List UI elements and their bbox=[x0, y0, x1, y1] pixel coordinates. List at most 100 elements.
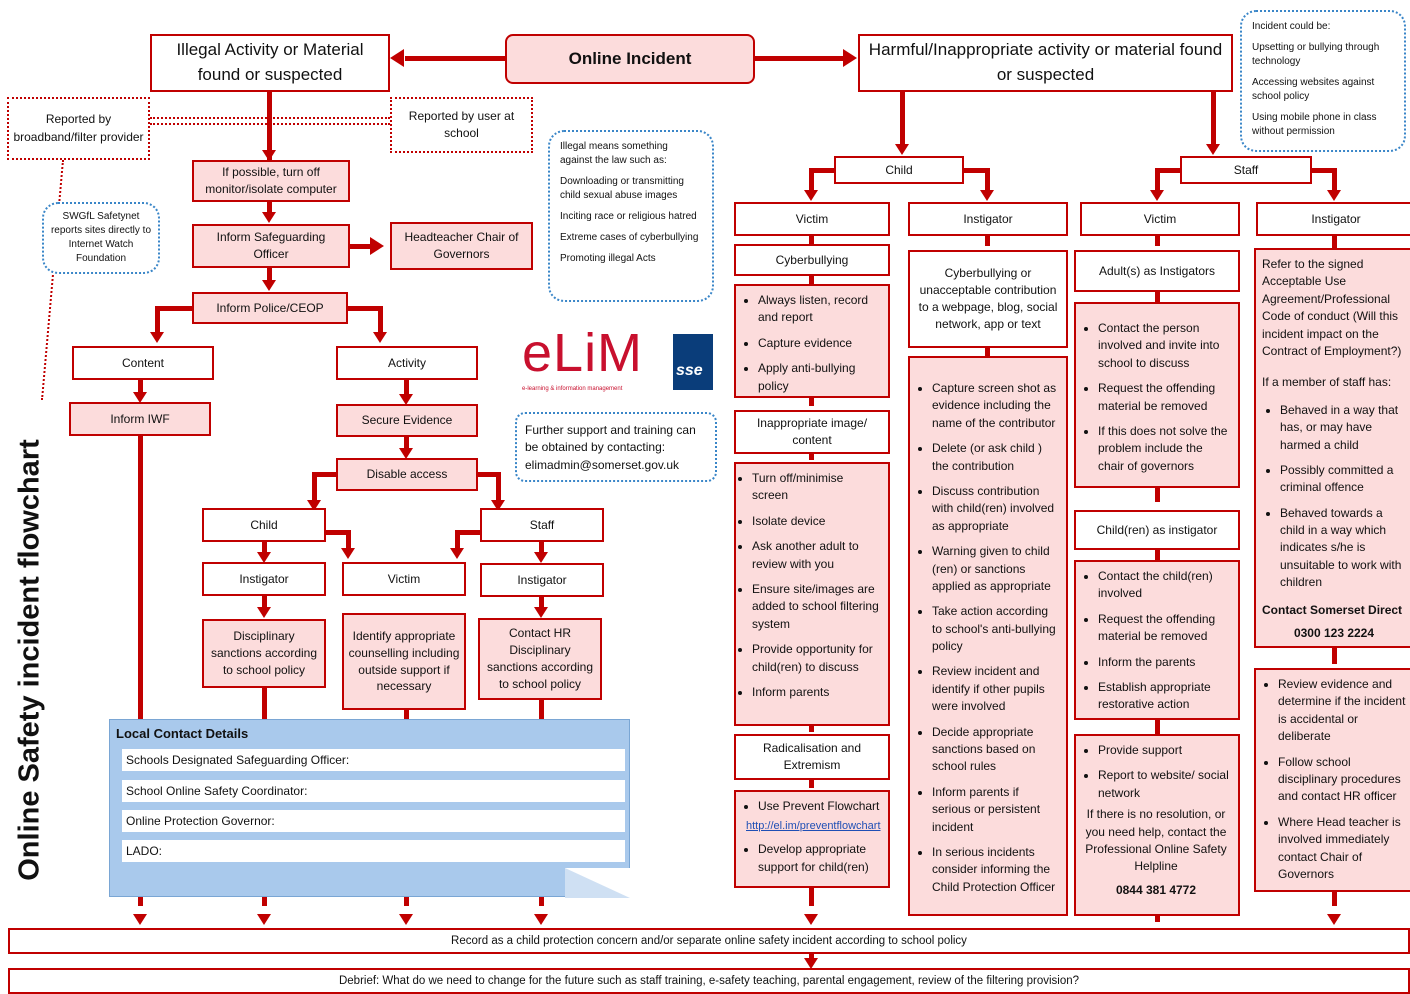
review-actions-list: Review evidence and determine if the inc… bbox=[1254, 668, 1410, 892]
cyberbullying-box: Cyberbullying bbox=[734, 244, 890, 276]
list-item: Request the offending material be remove… bbox=[1098, 611, 1232, 646]
staff-victim-box: Victim bbox=[1080, 202, 1240, 236]
list-item: Develop appropriate support for child(re… bbox=[758, 841, 882, 876]
child-victim-box: Victim bbox=[734, 202, 890, 236]
coordinator-field[interactable]: School Online Safety Coordinator: bbox=[122, 780, 625, 802]
arrow-down bbox=[307, 500, 321, 511]
child-instigator-header: Instigator bbox=[908, 202, 1068, 236]
record-box: Record as a child protection concern and… bbox=[8, 928, 1410, 954]
disable-access-box: Disable access bbox=[336, 458, 478, 491]
arrow-down bbox=[804, 190, 818, 201]
headteacher-box: Headteacher Chair of Governors bbox=[390, 222, 533, 270]
page-title: Online Safety incident flowchart bbox=[13, 439, 46, 881]
staff-instigator-box-right: Instigator bbox=[1256, 202, 1410, 236]
elim-logo: eLiM e-learning & information management… bbox=[518, 323, 713, 398]
list-item: Inform parents bbox=[752, 684, 882, 701]
connector bbox=[267, 92, 272, 160]
contact-text: Contact Somerset Direct bbox=[1262, 602, 1403, 617]
elim-tagline: e-learning & information management bbox=[522, 386, 623, 392]
connector bbox=[812, 168, 836, 173]
note-line: Using mobile phone in class without perm… bbox=[1252, 112, 1377, 137]
governor-field[interactable]: Online Protection Governor: bbox=[122, 810, 625, 832]
list-item: Possibly committed a criminal offence bbox=[1280, 462, 1406, 497]
list-item: Report to website/ social network bbox=[1098, 767, 1232, 802]
list-item: Inform the parents bbox=[1098, 654, 1232, 671]
children-box: Child(ren) as instigator bbox=[1074, 510, 1240, 550]
arrow-down bbox=[895, 144, 909, 155]
connector bbox=[1158, 168, 1182, 173]
connector bbox=[496, 472, 501, 502]
dsl-field[interactable]: Schools Designated Safeguarding Officer: bbox=[122, 749, 625, 771]
connector bbox=[349, 244, 371, 249]
arrow-down bbox=[262, 150, 276, 161]
connector bbox=[267, 268, 272, 286]
note-line: Accessing websites against school policy bbox=[1252, 77, 1375, 102]
local-heading: Local Contact Details bbox=[116, 726, 249, 741]
elim-wordmark: eLiM bbox=[522, 323, 644, 383]
prevent-link[interactable]: http://el.im/preventflowchart bbox=[746, 820, 881, 833]
content-box: Content bbox=[72, 346, 214, 380]
arrow-down bbox=[262, 212, 276, 223]
arrow-down bbox=[804, 914, 818, 925]
lado-field[interactable]: LADO: bbox=[122, 840, 625, 862]
arrow-down bbox=[450, 548, 464, 559]
list-item: Follow school disciplinary procedures an… bbox=[1278, 754, 1406, 806]
turn-off-box: If possible, turn off monitor/isolate co… bbox=[192, 160, 350, 202]
list-item: Establish appropriate restorative action bbox=[1098, 679, 1232, 714]
adults-actions-list: Contact the person involved and invite i… bbox=[1074, 302, 1240, 488]
child-instigator-box: Instigator bbox=[202, 562, 326, 596]
list-item: Provide support bbox=[1098, 742, 1232, 759]
child-header-box: Child bbox=[834, 156, 964, 184]
note-line: Inciting race or religious hatred bbox=[560, 211, 697, 222]
sse-logo: sse bbox=[673, 334, 713, 390]
connector bbox=[985, 348, 990, 358]
arrow-down bbox=[133, 392, 147, 403]
local-contact-panel: Local Contact Details Schools Designated… bbox=[109, 719, 630, 897]
note-line: Promoting illegal Acts bbox=[560, 253, 656, 264]
arrow-down bbox=[373, 332, 387, 343]
arrow-down bbox=[1327, 914, 1341, 925]
list-item: Apply anti-bullying policy bbox=[758, 360, 882, 395]
connector bbox=[405, 56, 505, 61]
connector bbox=[985, 168, 990, 192]
arrow-down bbox=[262, 280, 276, 291]
online-incident-label: Online Incident bbox=[568, 49, 692, 69]
dotted-connector bbox=[150, 117, 390, 125]
note-line: Incident could be: bbox=[1252, 21, 1331, 32]
helpline-text: If there is no resolution, or you need h… bbox=[1085, 807, 1227, 874]
swgfl-note: SWGfL Safetynet reports sites directly t… bbox=[42, 202, 160, 274]
inform-dsl-box: Inform Safeguarding Officer bbox=[192, 224, 350, 268]
illegal-box: Illegal Activity or Material found or su… bbox=[150, 34, 390, 92]
arrow-down bbox=[491, 500, 505, 511]
online-incident-box: Online Incident bbox=[505, 34, 755, 84]
list-item: Provide opportunity for child(ren) to di… bbox=[752, 641, 882, 676]
list-item: Behaved towards a child in a way which i… bbox=[1280, 505, 1406, 592]
connector bbox=[985, 236, 990, 246]
connector bbox=[1155, 488, 1160, 502]
connector bbox=[262, 596, 267, 610]
contact-number: 0300 123 2224 bbox=[1293, 626, 1375, 641]
list-item: Review evidence and determine if the inc… bbox=[1278, 676, 1406, 746]
list-item: In serious incidents consider informing … bbox=[932, 844, 1060, 896]
connector bbox=[160, 306, 193, 311]
connector bbox=[809, 452, 814, 460]
arrow-down bbox=[257, 914, 271, 925]
child-box: Child bbox=[202, 508, 326, 542]
staff-header-box: Staff bbox=[1180, 156, 1312, 184]
arrow-down bbox=[399, 914, 413, 925]
connector bbox=[809, 888, 814, 906]
arrow-down bbox=[257, 607, 271, 618]
connector bbox=[809, 276, 814, 284]
arrow-down bbox=[399, 448, 413, 459]
list-item: Capture screen shot as evidence includin… bbox=[932, 380, 1060, 432]
staff-box: Staff bbox=[480, 508, 604, 542]
connector bbox=[312, 472, 317, 502]
connector bbox=[1310, 168, 1334, 173]
arrow-down bbox=[534, 552, 548, 563]
radicalisation-box: Radicalisation and Extremism bbox=[734, 734, 890, 780]
support-text: Further support and training can be obta… bbox=[525, 423, 696, 472]
list-item: If this does not solve the problem inclu… bbox=[1098, 423, 1232, 475]
arrow-left bbox=[390, 49, 404, 67]
activity-box: Activity bbox=[336, 346, 478, 380]
list-item: Contact the child(ren) involved bbox=[1098, 568, 1232, 603]
